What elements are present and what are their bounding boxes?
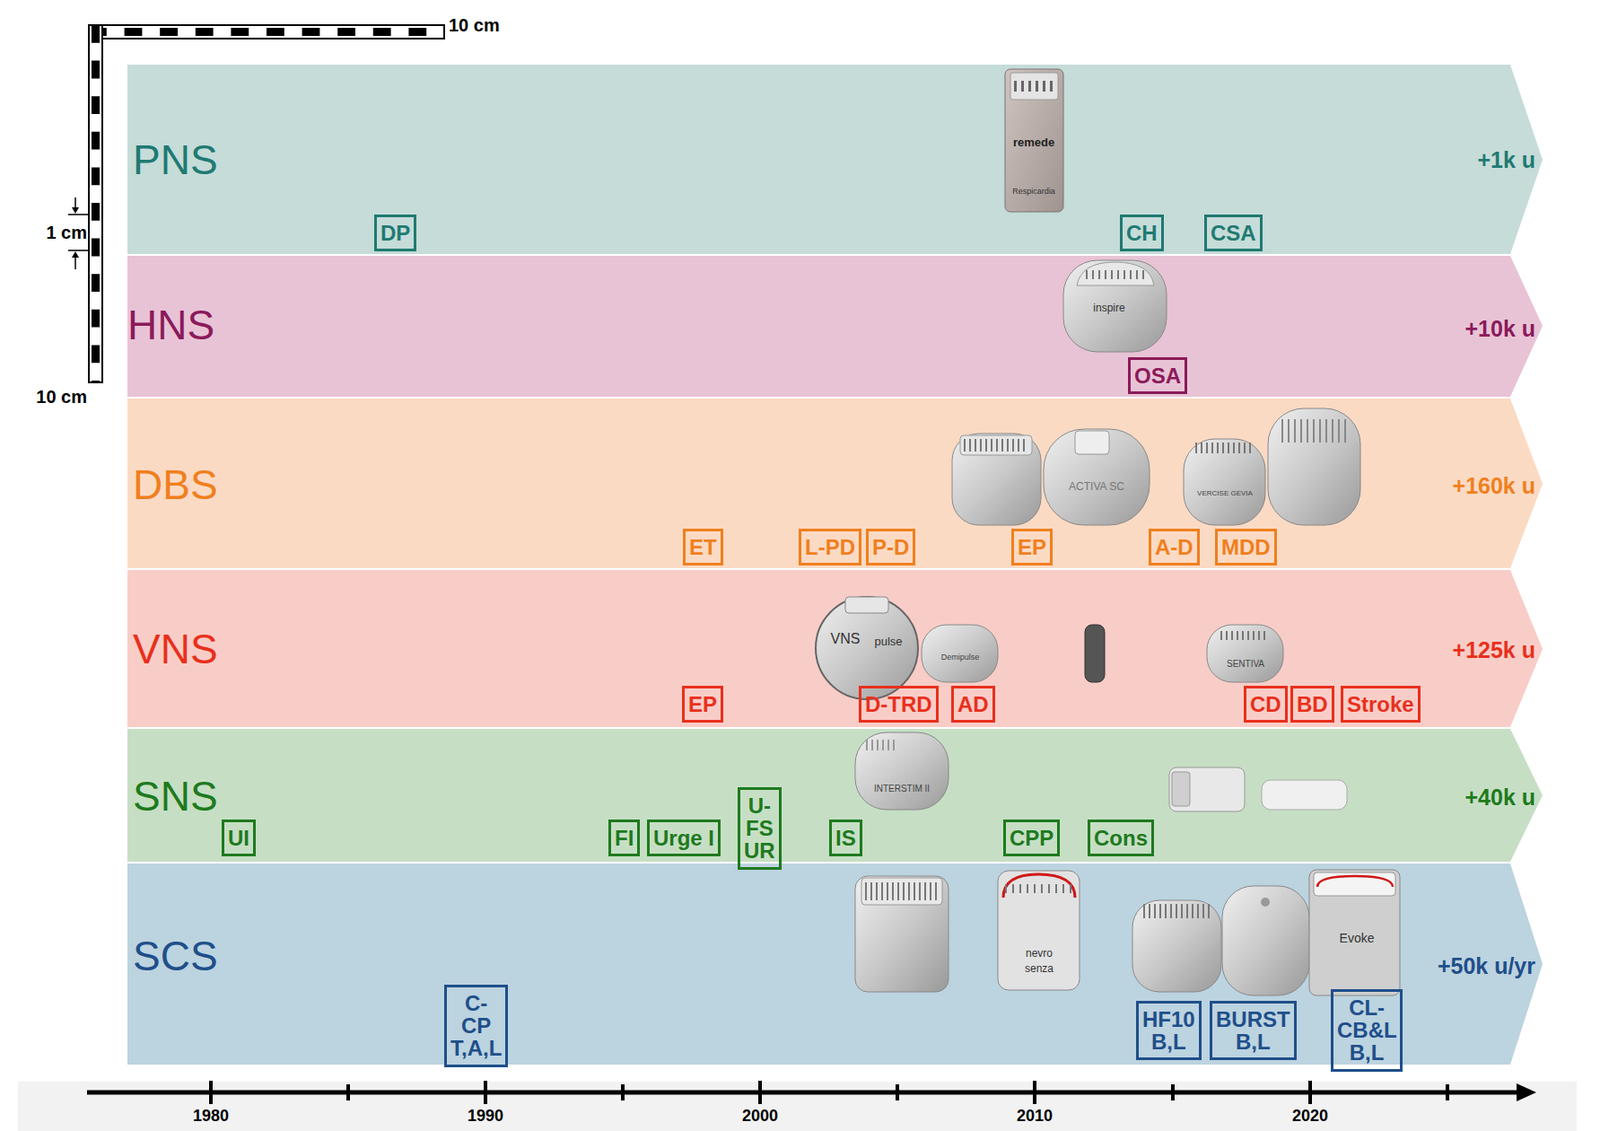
dbs-band: DBS+160k uETL-PDP-DEPA-DMDD: [127, 397, 1511, 569]
indication-label: HF10 B,L: [1142, 1007, 1196, 1053]
device-text: ACTIVA SC: [1068, 480, 1125, 492]
indication-box: U-FS UR: [737, 786, 782, 870]
scale-label: 10 cm: [448, 16, 500, 35]
indication-box: MDD: [1215, 528, 1277, 566]
implant-count: +40k u: [1464, 786, 1536, 809]
device-text: pulse: [874, 635, 902, 647]
indication-box: OSA: [1127, 357, 1188, 394]
indication-box: HF10 B,L: [1136, 1000, 1202, 1060]
indication-box: CSA: [1204, 214, 1263, 252]
device-text: VERCISE GEVIA: [1197, 489, 1253, 498]
device-text: SENTIVA: [1226, 659, 1265, 669]
indication-label: EP: [1017, 535, 1047, 559]
indication-label: IS: [835, 826, 857, 849]
device-text: INTERSTIM II: [874, 784, 930, 794]
indication-label: CH: [1126, 221, 1158, 245]
device-text: VNS: [830, 631, 861, 647]
indication-box: P-D: [865, 528, 916, 566]
indication-box: AD: [951, 685, 996, 723]
indication-label: MDD: [1221, 535, 1271, 559]
scs-band: SCS+50k u/yrC-CP T,A,LHF10 B,LBURST B,LC…: [127, 862, 1511, 1065]
indication-box: CH: [1119, 214, 1164, 252]
band-title: PNS: [132, 139, 219, 181]
indication-label: ET: [689, 535, 717, 559]
band-title: SCS: [132, 935, 219, 977]
indication-label: EP: [688, 692, 717, 716]
device-text: inspire: [1092, 302, 1125, 314]
year-label: 1980: [192, 1107, 229, 1124]
indication-label: BURST B,L: [1215, 1007, 1291, 1053]
indication-label: Urge I: [653, 826, 715, 849]
indication-label: C-CP T,A,L: [450, 991, 502, 1060]
implant-count: +1k u: [1477, 148, 1536, 172]
indication-label: CD: [1250, 692, 1282, 716]
indication-box: IS: [829, 819, 863, 857]
year-label: 2020: [1292, 1107, 1329, 1124]
indication-box: EP: [1011, 528, 1053, 566]
indication-box: ET: [682, 528, 724, 566]
indication-box: L-PD: [798, 528, 862, 566]
device-text: Respicardia: [1012, 187, 1056, 196]
indication-label: Stroke: [1346, 692, 1415, 716]
indication-label: Cons: [1093, 826, 1148, 849]
indication-box: D-TRD: [858, 685, 939, 723]
sns-band: SNS+40k uUIFIUrge IU-FS URISCPPCons: [127, 727, 1511, 863]
band-title: HNS: [127, 304, 215, 346]
indication-box: EP: [681, 685, 724, 723]
indication-box: C-CP T,A,L: [444, 984, 508, 1067]
indication-label: P-D: [872, 535, 910, 559]
indication-label: A-D: [1154, 535, 1194, 559]
hns-band: HNS+10k uOSA: [127, 254, 1511, 398]
indication-box: DP: [374, 214, 417, 252]
indication-box: Urge I: [646, 819, 721, 857]
band-title: SNS: [132, 775, 219, 817]
year-label: 2010: [1016, 1107, 1053, 1124]
indication-box: CD: [1243, 685, 1288, 723]
scale-label: 10 cm: [35, 387, 88, 406]
band-title: DBS: [132, 463, 219, 506]
device-text: Demipulse: [941, 653, 980, 662]
indication-label: CL-CB&L B,L: [1337, 996, 1397, 1065]
indication-box: A-D: [1148, 528, 1200, 566]
indication-label: AD: [957, 692, 989, 716]
device-text: senza: [1024, 962, 1054, 974]
device-text: remede: [1013, 136, 1055, 149]
pns-band: PNS+1k uDPCHCSA: [127, 64, 1511, 255]
device-text: nevro: [1025, 947, 1053, 959]
indication-label: CSA: [1210, 221, 1257, 245]
implant-count: +160k u: [1452, 474, 1536, 498]
year-label: 2000: [742, 1107, 779, 1124]
indication-label: U-FS UR: [743, 794, 776, 863]
implant-count: +50k u/yr: [1437, 954, 1536, 978]
indication-label: OSA: [1134, 364, 1181, 387]
scale-label: 1 cm: [45, 223, 88, 242]
indication-box: CPP: [1003, 819, 1060, 857]
vns-band: VNS+125k uEPD-TRDADCDBDStroke: [127, 568, 1511, 728]
indication-label: FI: [614, 826, 634, 849]
indication-label: UI: [227, 826, 250, 849]
device-text: Evoke: [1339, 931, 1375, 945]
implant-count: +125k u: [1452, 638, 1536, 662]
indication-label: L-PD: [804, 535, 856, 559]
indication-label: D-TRD: [865, 692, 933, 716]
indication-box: BD: [1290, 685, 1335, 723]
indication-box: Cons: [1087, 819, 1155, 857]
year-label: 1990: [467, 1107, 504, 1124]
indication-box: Stroke: [1340, 685, 1421, 723]
indication-box: CL-CB&L B,L: [1330, 988, 1403, 1072]
indication-label: DP: [380, 221, 411, 245]
implant-count: +10k u: [1464, 317, 1536, 341]
indication-label: BD: [1296, 692, 1329, 716]
indication-box: FI: [608, 819, 640, 857]
indication-box: UI: [221, 819, 256, 857]
indication-label: CPP: [1009, 826, 1054, 849]
band-title: VNS: [132, 628, 219, 670]
indication-box: BURST B,L: [1209, 1000, 1297, 1060]
